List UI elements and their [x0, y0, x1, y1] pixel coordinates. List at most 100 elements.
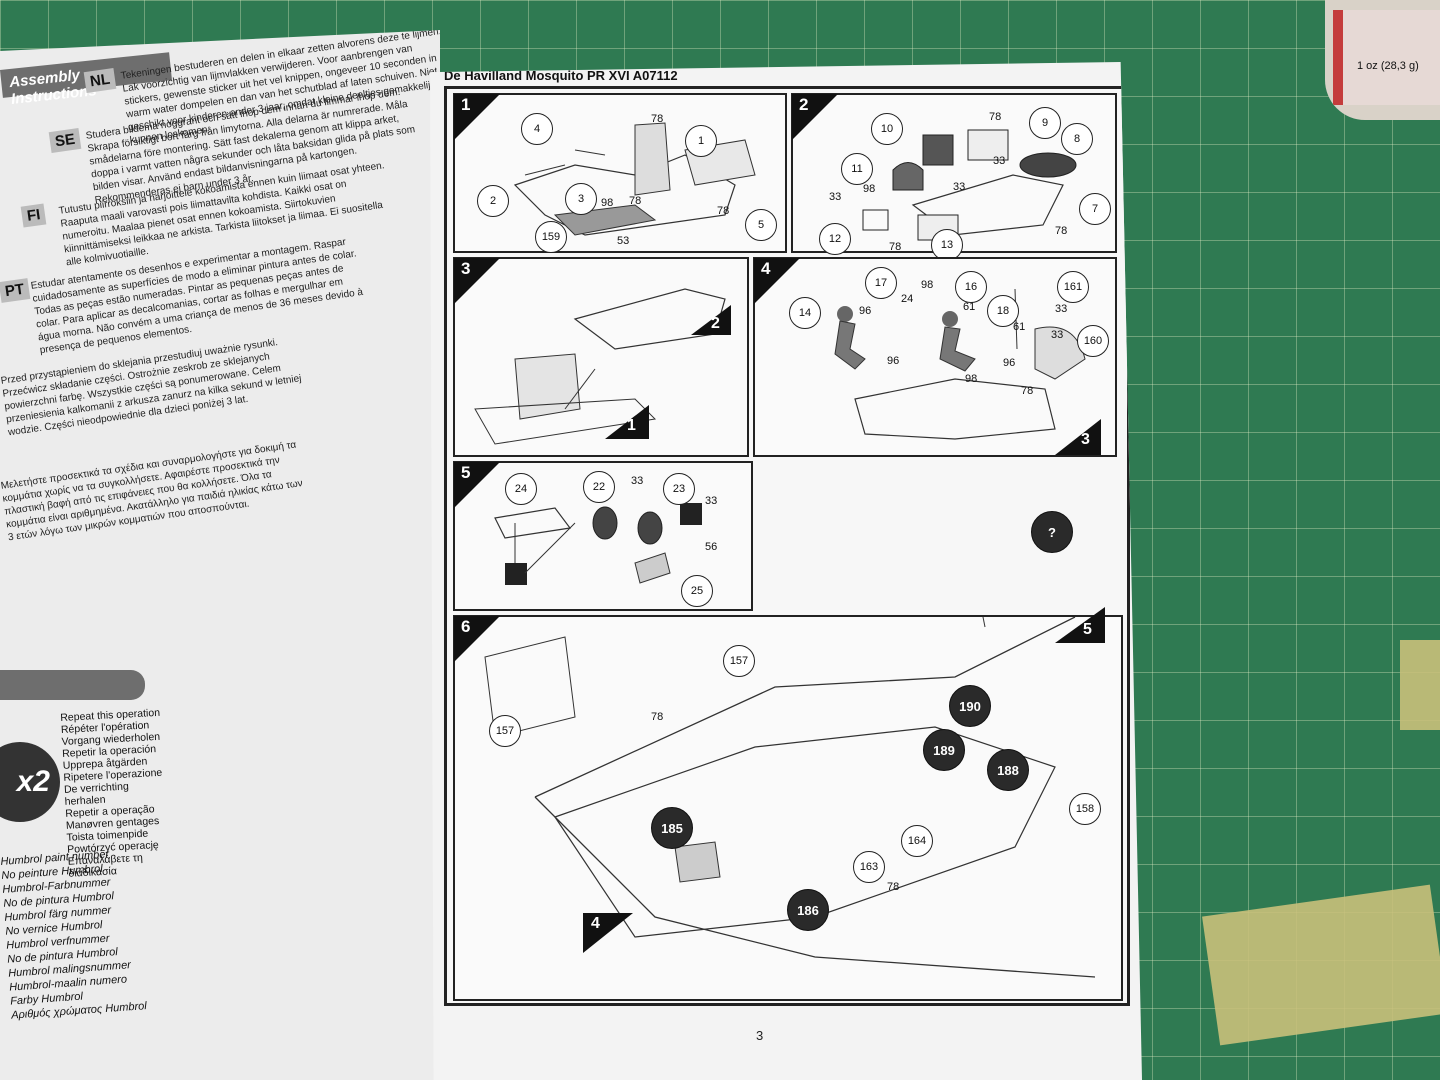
callout: 22 — [583, 471, 615, 503]
lang-code-fi: FI — [20, 203, 47, 228]
callout: 9 — [1029, 107, 1061, 139]
part-number: 33 — [631, 475, 644, 487]
callout: 185 — [651, 807, 693, 849]
pilot-figures-sketch — [834, 288, 1086, 440]
bottle-label — [1333, 10, 1440, 105]
glue-bottle: 1 oz (28,3 g) — [1325, 0, 1440, 120]
part-number: 96 — [1003, 357, 1016, 369]
step-number: 6 — [461, 617, 471, 636]
callout: 12 — [819, 223, 851, 255]
step-marker — [792, 94, 838, 140]
callout: 163 — [853, 851, 885, 883]
part-number: 78 — [651, 711, 664, 723]
ref-number: 1 — [627, 417, 636, 434]
lang-code-se: SE — [48, 128, 82, 153]
step-6-panel: 6 5 4 157 157 78 190 189 — [453, 607, 1123, 1001]
right-page: De Havilland Mosquito PR XVI A07112 1 4 … — [430, 62, 1142, 1080]
part-number: 98 — [965, 373, 978, 385]
part-number: 78 — [1055, 225, 1068, 237]
legend-bar — [0, 670, 145, 700]
callout: 25 — [681, 575, 713, 607]
part-number: 98 — [601, 197, 614, 209]
part-number: 78 — [889, 241, 902, 253]
ref-arrow-5 — [1055, 607, 1105, 643]
step-5-panel: 5 24 22 33 23 33 56 25 — [453, 461, 753, 611]
ref-number: 5 — [1083, 621, 1092, 638]
callout: 188 — [987, 749, 1029, 791]
part-number: 61 — [1013, 321, 1026, 333]
page-title: De Havilland Mosquito PR XVI A07112 — [444, 68, 678, 83]
step-1-panel: 1 4 78 1 2 3 98 78 78 5 159 53 — [453, 93, 787, 253]
callout: 13 — [931, 229, 963, 261]
step-number: 5 — [461, 463, 471, 482]
step-number: 2 — [799, 95, 809, 114]
callout: 16 — [955, 271, 987, 303]
ref-number: 4 — [591, 915, 600, 932]
part-number: 78 — [989, 111, 1002, 123]
part-number: 24 — [901, 293, 914, 305]
ref-arrow-1 — [605, 405, 649, 439]
step-number: 1 — [461, 95, 471, 114]
part-number: 96 — [887, 355, 900, 367]
callout: 23 — [663, 473, 695, 505]
step-4-panel: 4 17 16 161 14 96 24 98 61 18 33 61 — [753, 257, 1117, 457]
callout: 164 — [901, 825, 933, 857]
ref-arrow-4 — [583, 913, 633, 953]
callout: 1 — [685, 125, 717, 157]
part-number: 96 — [859, 305, 872, 317]
callout: 186 — [787, 889, 829, 931]
bottle-weight: 1 oz (28,3 g) — [1357, 60, 1419, 72]
cockpit-panel-sketch — [862, 129, 1077, 241]
part-number: 78 — [629, 195, 642, 207]
part-number: 56 — [705, 541, 718, 553]
step-marker — [454, 94, 500, 140]
repeat-badge: x2 — [0, 742, 60, 822]
fuselage-assembly-sketch — [484, 617, 1096, 978]
callout: 11 — [841, 153, 873, 185]
callout: 158 — [1069, 793, 1101, 825]
callout: 3 — [565, 183, 597, 215]
step-number: 4 — [761, 259, 771, 278]
step-2-panel: 2 10 78 9 8 11 98 33 33 7 — [791, 93, 1117, 261]
callout: 17 — [865, 267, 897, 299]
part-number: 98 — [921, 279, 934, 291]
part-number: 33 — [993, 155, 1006, 167]
paint-number-list: Humbrol paint number No peinture Humbrol… — [0, 846, 147, 1023]
part-number: 33 — [1055, 303, 1068, 315]
part-number: 61 — [963, 301, 976, 313]
part-number: 78 — [887, 881, 900, 893]
callout: 157 — [489, 715, 521, 747]
step-marker — [454, 462, 500, 508]
callout: 157 — [723, 645, 755, 677]
page-number: 3 — [756, 1028, 764, 1043]
callout: 8 — [1061, 123, 1093, 155]
ref-arrow-2 — [691, 305, 731, 335]
callout: 7 — [1079, 193, 1111, 225]
step-3-panel: 3 2 1 — [453, 257, 749, 457]
callout: 10 — [871, 113, 903, 145]
callout: 4 — [521, 113, 553, 145]
legend-block: x2 Repeat this operation Répéter l'opéra… — [0, 670, 165, 1060]
ref-arrow-3 — [1055, 419, 1101, 455]
masking-tape — [1400, 640, 1440, 730]
callout: 190 — [949, 685, 991, 727]
callout: 5 — [745, 209, 777, 241]
part-number: 33 — [1051, 329, 1064, 341]
part-number: 53 — [617, 235, 630, 247]
instruction-booklet: Assembly Instructions NL Tekeningen best… — [0, 30, 1142, 1080]
callout: 161 — [1057, 271, 1089, 303]
callout: 159 — [535, 221, 567, 253]
callout: 160 — [1077, 325, 1109, 357]
cockpit-parts-sketch — [513, 122, 756, 236]
question-mark-badge: ? — [1031, 511, 1073, 553]
lang-text-gr: Μελετήστε προσεκτικά τα σχέδια και συναρ… — [0, 439, 304, 544]
callout: 189 — [923, 729, 965, 771]
landing-gear-sketch — [494, 503, 702, 585]
part-number: 33 — [829, 191, 842, 203]
part-number: 78 — [651, 113, 664, 125]
cockpit-assembly-sketch — [474, 288, 726, 445]
part-number: 78 — [717, 205, 730, 217]
step-marker — [454, 616, 500, 662]
left-page: Assembly Instructions NL Tekeningen best… — [0, 30, 440, 1080]
part-number: 98 — [863, 183, 876, 195]
